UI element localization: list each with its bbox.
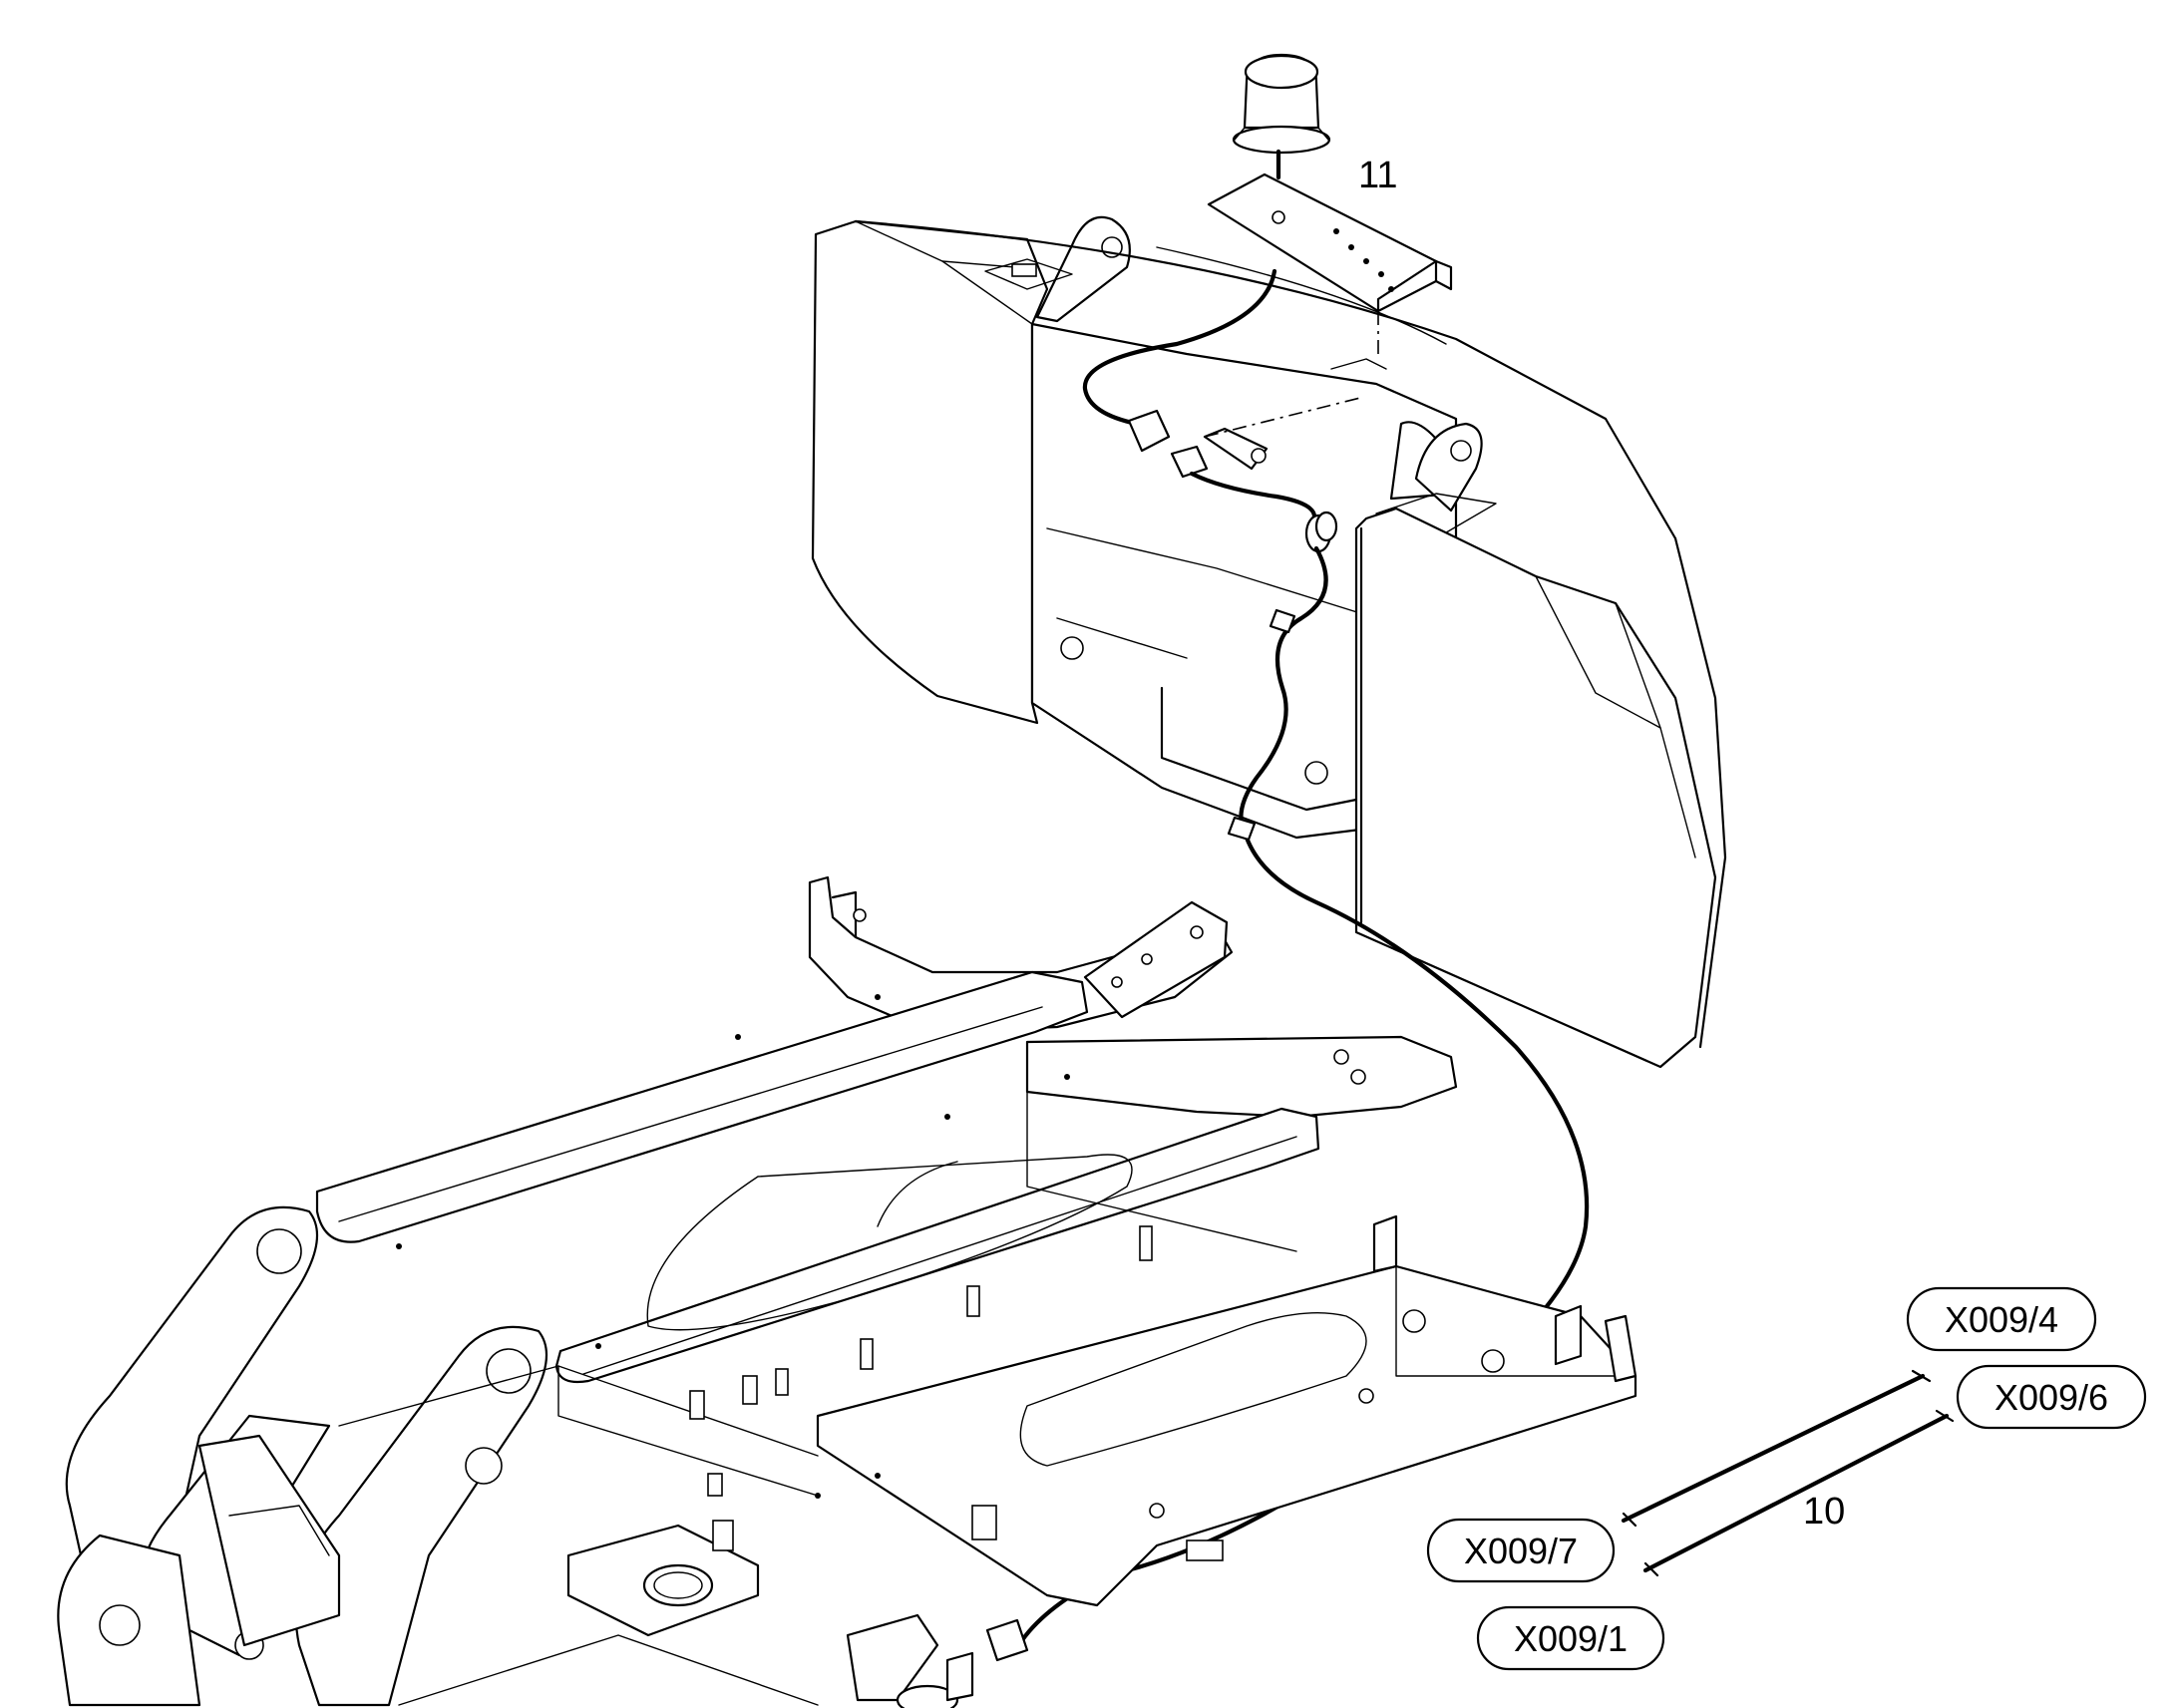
beacon-bracket <box>1207 172 1453 313</box>
callout-10-label: 10 <box>1803 1491 1845 1533</box>
callout-11: 11 <box>1358 155 1397 196</box>
connector-x009-7-text: X009/7 <box>1464 1531 1578 1571</box>
harness-mount-line <box>1204 396 1365 438</box>
connector-x009-4-text: X009/4 <box>1945 1299 2058 1340</box>
connector-label-x009-6: X009/6 <box>1956 1364 2147 1430</box>
connector-x009-6-text: X009/6 <box>1995 1377 2108 1418</box>
connector-x009-1-text: X009/1 <box>1514 1618 1628 1659</box>
beacon-lamp <box>1232 53 1331 180</box>
connector-label-x009-4: X009/4 <box>1906 1286 2097 1352</box>
connector-label-x009-7: X009/7 <box>1426 1518 1616 1583</box>
counterweight <box>811 215 1727 1069</box>
callout-10: 10 <box>1803 1491 1845 1533</box>
upper-frame <box>57 875 1637 1708</box>
cable-item-10 <box>1621 1369 1955 1577</box>
beacon-harness <box>1019 268 1590 1643</box>
connector-label-x009-1: X009/1 <box>1476 1605 1665 1671</box>
callout-11-label: 11 <box>1358 155 1397 196</box>
